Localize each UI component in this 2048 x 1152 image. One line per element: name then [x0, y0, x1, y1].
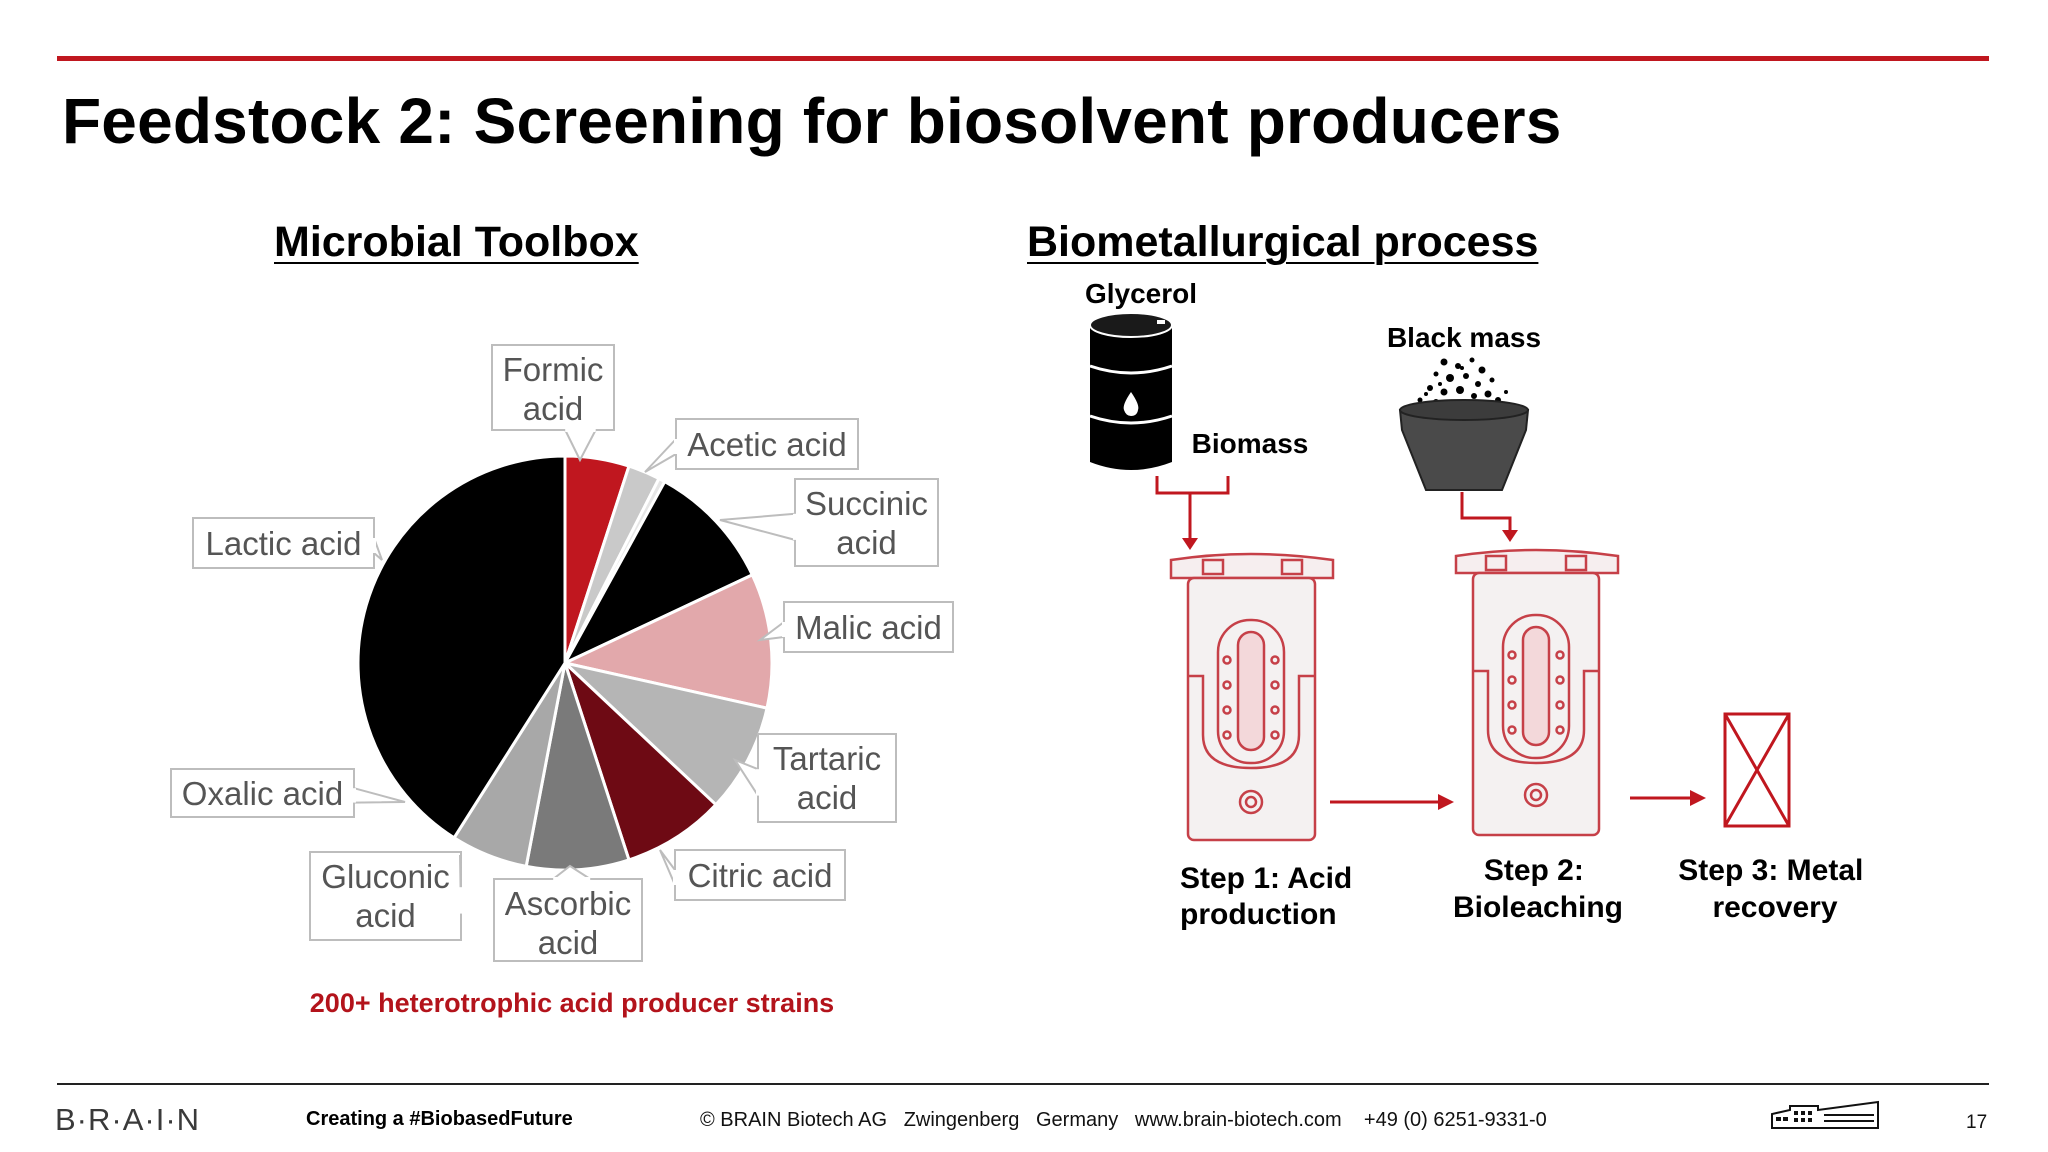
- callout-pointer: [659, 849, 676, 886]
- callout-box: [674, 849, 846, 901]
- barrel-icon: [1089, 312, 1173, 470]
- pie-slice-lactic-acid: [356, 454, 567, 840]
- pie-slice-malic-acid: [561, 479, 755, 667]
- glycerol-label: Glycerol: [1085, 278, 1197, 309]
- biomass-arrowhead: [1182, 538, 1198, 550]
- step-3-label: Step 3: Metal recovery: [1678, 854, 1871, 924]
- callout-box: [170, 768, 355, 818]
- metal-recovery-icon: [1723, 712, 1791, 828]
- biomass-feed-arrow: [1155, 476, 1230, 540]
- brand-logo: B·R·A·I·N: [55, 1102, 201, 1137]
- callout-pointer: [644, 436, 677, 473]
- slide-title: Feedstock 2: Screening for biosolvent pr…: [62, 85, 1562, 157]
- step-1-label: Step 1: Acid production: [1180, 862, 1361, 931]
- callout-pointer: [719, 512, 796, 542]
- building-icon: [1771, 1100, 1879, 1129]
- slice-label: Malic acid: [795, 609, 942, 646]
- footer-slogan: Creating a #BiobasedFuture: [306, 1108, 573, 1130]
- step-2-label: Step 2: Bioleaching: [1453, 854, 1623, 924]
- black-mass-feed-arrow: [1460, 492, 1512, 532]
- pie-slice-ascorbic-acid: [563, 661, 719, 862]
- callout-box: [757, 733, 897, 823]
- callout-box: [675, 418, 859, 470]
- page-number: 17: [1966, 1112, 1988, 1133]
- callout-pointer: [353, 786, 406, 804]
- bioreactor-step-1: [1169, 552, 1335, 842]
- black-mass-arrowhead: [1502, 530, 1518, 542]
- pie-slice-citric-acid: [559, 660, 769, 807]
- callout-box: [192, 517, 375, 569]
- step-arrows: [1330, 790, 1706, 810]
- biomass-label: Biomass: [1192, 428, 1309, 459]
- bioreactor-step-2: [1454, 548, 1620, 837]
- process-heading: Biometallurgical process: [1027, 218, 1539, 266]
- callout-box: [493, 878, 643, 962]
- toolbox-heading: Microbial Toolbox: [274, 218, 639, 266]
- top-accent-rule: [57, 56, 1989, 61]
- slice-label: Lactic acid: [206, 525, 362, 562]
- slice-label: Acetic acid: [687, 426, 847, 463]
- pie-slice-gluconic-acid: [524, 662, 631, 872]
- callout-box: [491, 344, 615, 431]
- pie-slice-tartaric-acid: [560, 572, 774, 710]
- footer-contact: © BRAIN Biotech AG Zwingenberg Germany w…: [700, 1109, 1547, 1131]
- crucible-icon: [1398, 399, 1530, 491]
- strain-count-caption: 200+ heterotrophic acid producer strains: [310, 988, 834, 1018]
- slice-label: Oxalic acid: [182, 775, 343, 812]
- slice-label: Citric acid: [688, 857, 833, 894]
- footer-rule: [57, 1083, 1989, 1085]
- black-mass-label: Black mass: [1387, 322, 1541, 353]
- pie-chart: [356, 454, 774, 872]
